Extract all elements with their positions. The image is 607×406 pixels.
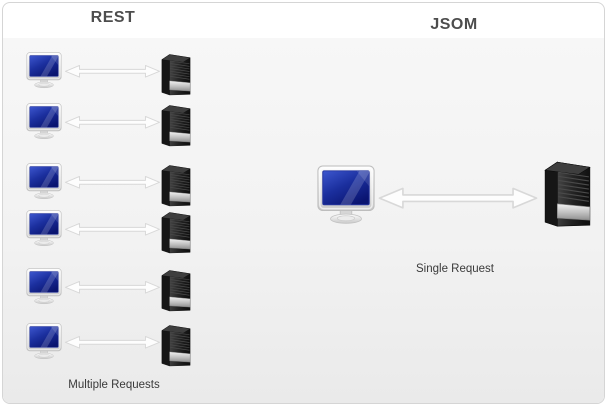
server-tower-icon: [158, 266, 194, 312]
bidirectional-arrow-icon: [64, 115, 161, 129]
bidirectional-arrow-icon: [64, 335, 161, 349]
client-computer-icon: [25, 210, 63, 247]
client-computer-icon: [25, 268, 63, 305]
jsom-panel-title: JSOM: [430, 16, 478, 33]
connection-row: [3, 48, 213, 96]
server-tower-icon: [158, 321, 194, 367]
connection-row: [3, 319, 213, 367]
server-tower-icon: [158, 208, 194, 254]
server-tower-icon: [158, 161, 194, 207]
bidirectional-arrow-icon: [64, 64, 161, 78]
client-computer-icon: [25, 323, 63, 360]
connection-row: [3, 99, 213, 147]
connection-row: [3, 159, 213, 207]
bidirectional-arrow-icon: [64, 280, 161, 294]
diagram-panel-area: Multiple Requests Single Request: [3, 38, 604, 403]
connection-row: [3, 264, 213, 312]
server-tower-icon: [158, 50, 194, 96]
client-computer-icon: [25, 163, 63, 200]
jsom-server-tower-icon: [539, 155, 596, 227]
jsom-client-computer-icon: [315, 165, 377, 226]
client-computer-icon: [25, 103, 63, 140]
multiple-requests-label: Multiple Requests: [68, 379, 160, 391]
server-tower-icon: [158, 101, 194, 147]
rest-panel-title: REST: [90, 9, 136, 26]
jsom-bidirectional-arrow-icon: [377, 186, 539, 209]
bidirectional-arrow-icon: [64, 222, 161, 236]
connection-row: [3, 206, 213, 254]
client-computer-icon: [25, 52, 63, 89]
single-request-label: Single Request: [416, 263, 494, 275]
bidirectional-arrow-icon: [64, 175, 161, 189]
